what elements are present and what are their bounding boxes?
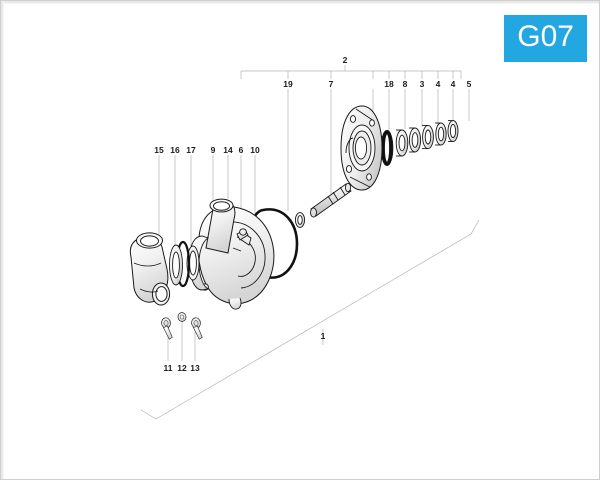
callout-13: 13 (190, 363, 200, 373)
callout-3: 3 (419, 79, 425, 89)
callout-14: 14 (223, 145, 233, 155)
sheet-code-badge: G07 (504, 15, 587, 62)
callout-16: 16 (170, 145, 180, 155)
callout-19: 19 (283, 79, 293, 89)
callout-5: 5 (466, 79, 472, 89)
callout-18: 18 (384, 79, 394, 89)
callout-1: 1 (320, 331, 326, 341)
callout-8: 8 (402, 79, 408, 89)
callout-10: 10 (250, 145, 260, 155)
callout-12: 12 (177, 363, 187, 373)
callout-9: 9 (210, 145, 216, 155)
callout-7: 7 (328, 79, 334, 89)
callout-2: 2 (342, 55, 348, 65)
callout-17: 17 (186, 145, 196, 155)
callout-11: 11 (163, 363, 173, 373)
callout-6: 6 (238, 145, 244, 155)
callout-4b: 4 (450, 79, 456, 89)
callout-4a: 4 (435, 79, 441, 89)
callout-15: 15 (154, 145, 164, 155)
